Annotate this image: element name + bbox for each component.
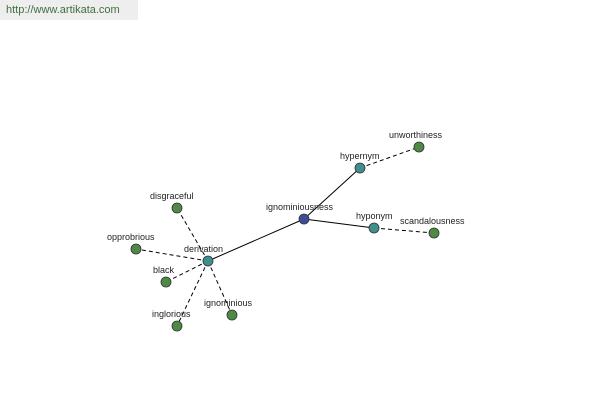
edge-derivation-ignominious	[207, 260, 233, 316]
node-label-derivation: derivation	[184, 244, 223, 254]
node-ignominious[interactable]	[226, 309, 238, 321]
graph-nodes	[130, 141, 440, 332]
node-derivation[interactable]	[202, 255, 214, 267]
edge-derivation-opprobrious	[135, 248, 209, 262]
node-disgraceful[interactable]	[171, 202, 183, 214]
node-opprobrious[interactable]	[130, 243, 142, 255]
node-inglorious[interactable]	[171, 320, 183, 332]
node-ignominiousness[interactable]	[298, 213, 310, 225]
edge-ignominiousness-hypernym	[303, 167, 361, 220]
node-scandalousness[interactable]	[428, 227, 440, 239]
node-label-ignominiousness: ignominiousness	[266, 202, 334, 212]
node-unworthiness[interactable]	[413, 141, 425, 153]
edge-derivation-disgraceful	[176, 207, 209, 262]
edge-ignominiousness-hyponym	[303, 218, 375, 229]
node-label-unworthiness: unworthiness	[389, 130, 443, 140]
node-black[interactable]	[160, 276, 172, 288]
node-label-ignominious: ignominious	[204, 298, 253, 308]
edge-hyponym-scandalousness	[373, 227, 435, 234]
edge-ignominiousness-derivation	[207, 218, 305, 262]
graph-labels: ignominiousness derivation hypernym hyponym…	[107, 130, 465, 319]
edge-derivation-black	[165, 260, 209, 283]
node-hypernym[interactable]	[354, 162, 366, 174]
node-label-black: black	[153, 265, 175, 275]
node-label-opprobrious: opprobrious	[107, 232, 155, 242]
node-label-inglorious: inglorious	[152, 309, 191, 319]
source-url-watermark[interactable]: http://www.artikata.com	[0, 0, 138, 20]
node-label-disgraceful: disgraceful	[150, 191, 194, 201]
graph-edges	[135, 146, 435, 327]
node-label-hypernym: hypernym	[340, 151, 380, 161]
node-hyponym[interactable]	[368, 222, 380, 234]
edge-derivation-inglorious	[176, 260, 209, 327]
node-label-hyponym: hyponym	[356, 211, 393, 221]
node-label-scandalousness: scandalousness	[400, 216, 465, 226]
edge-hypernym-unworthiness	[359, 146, 420, 169]
